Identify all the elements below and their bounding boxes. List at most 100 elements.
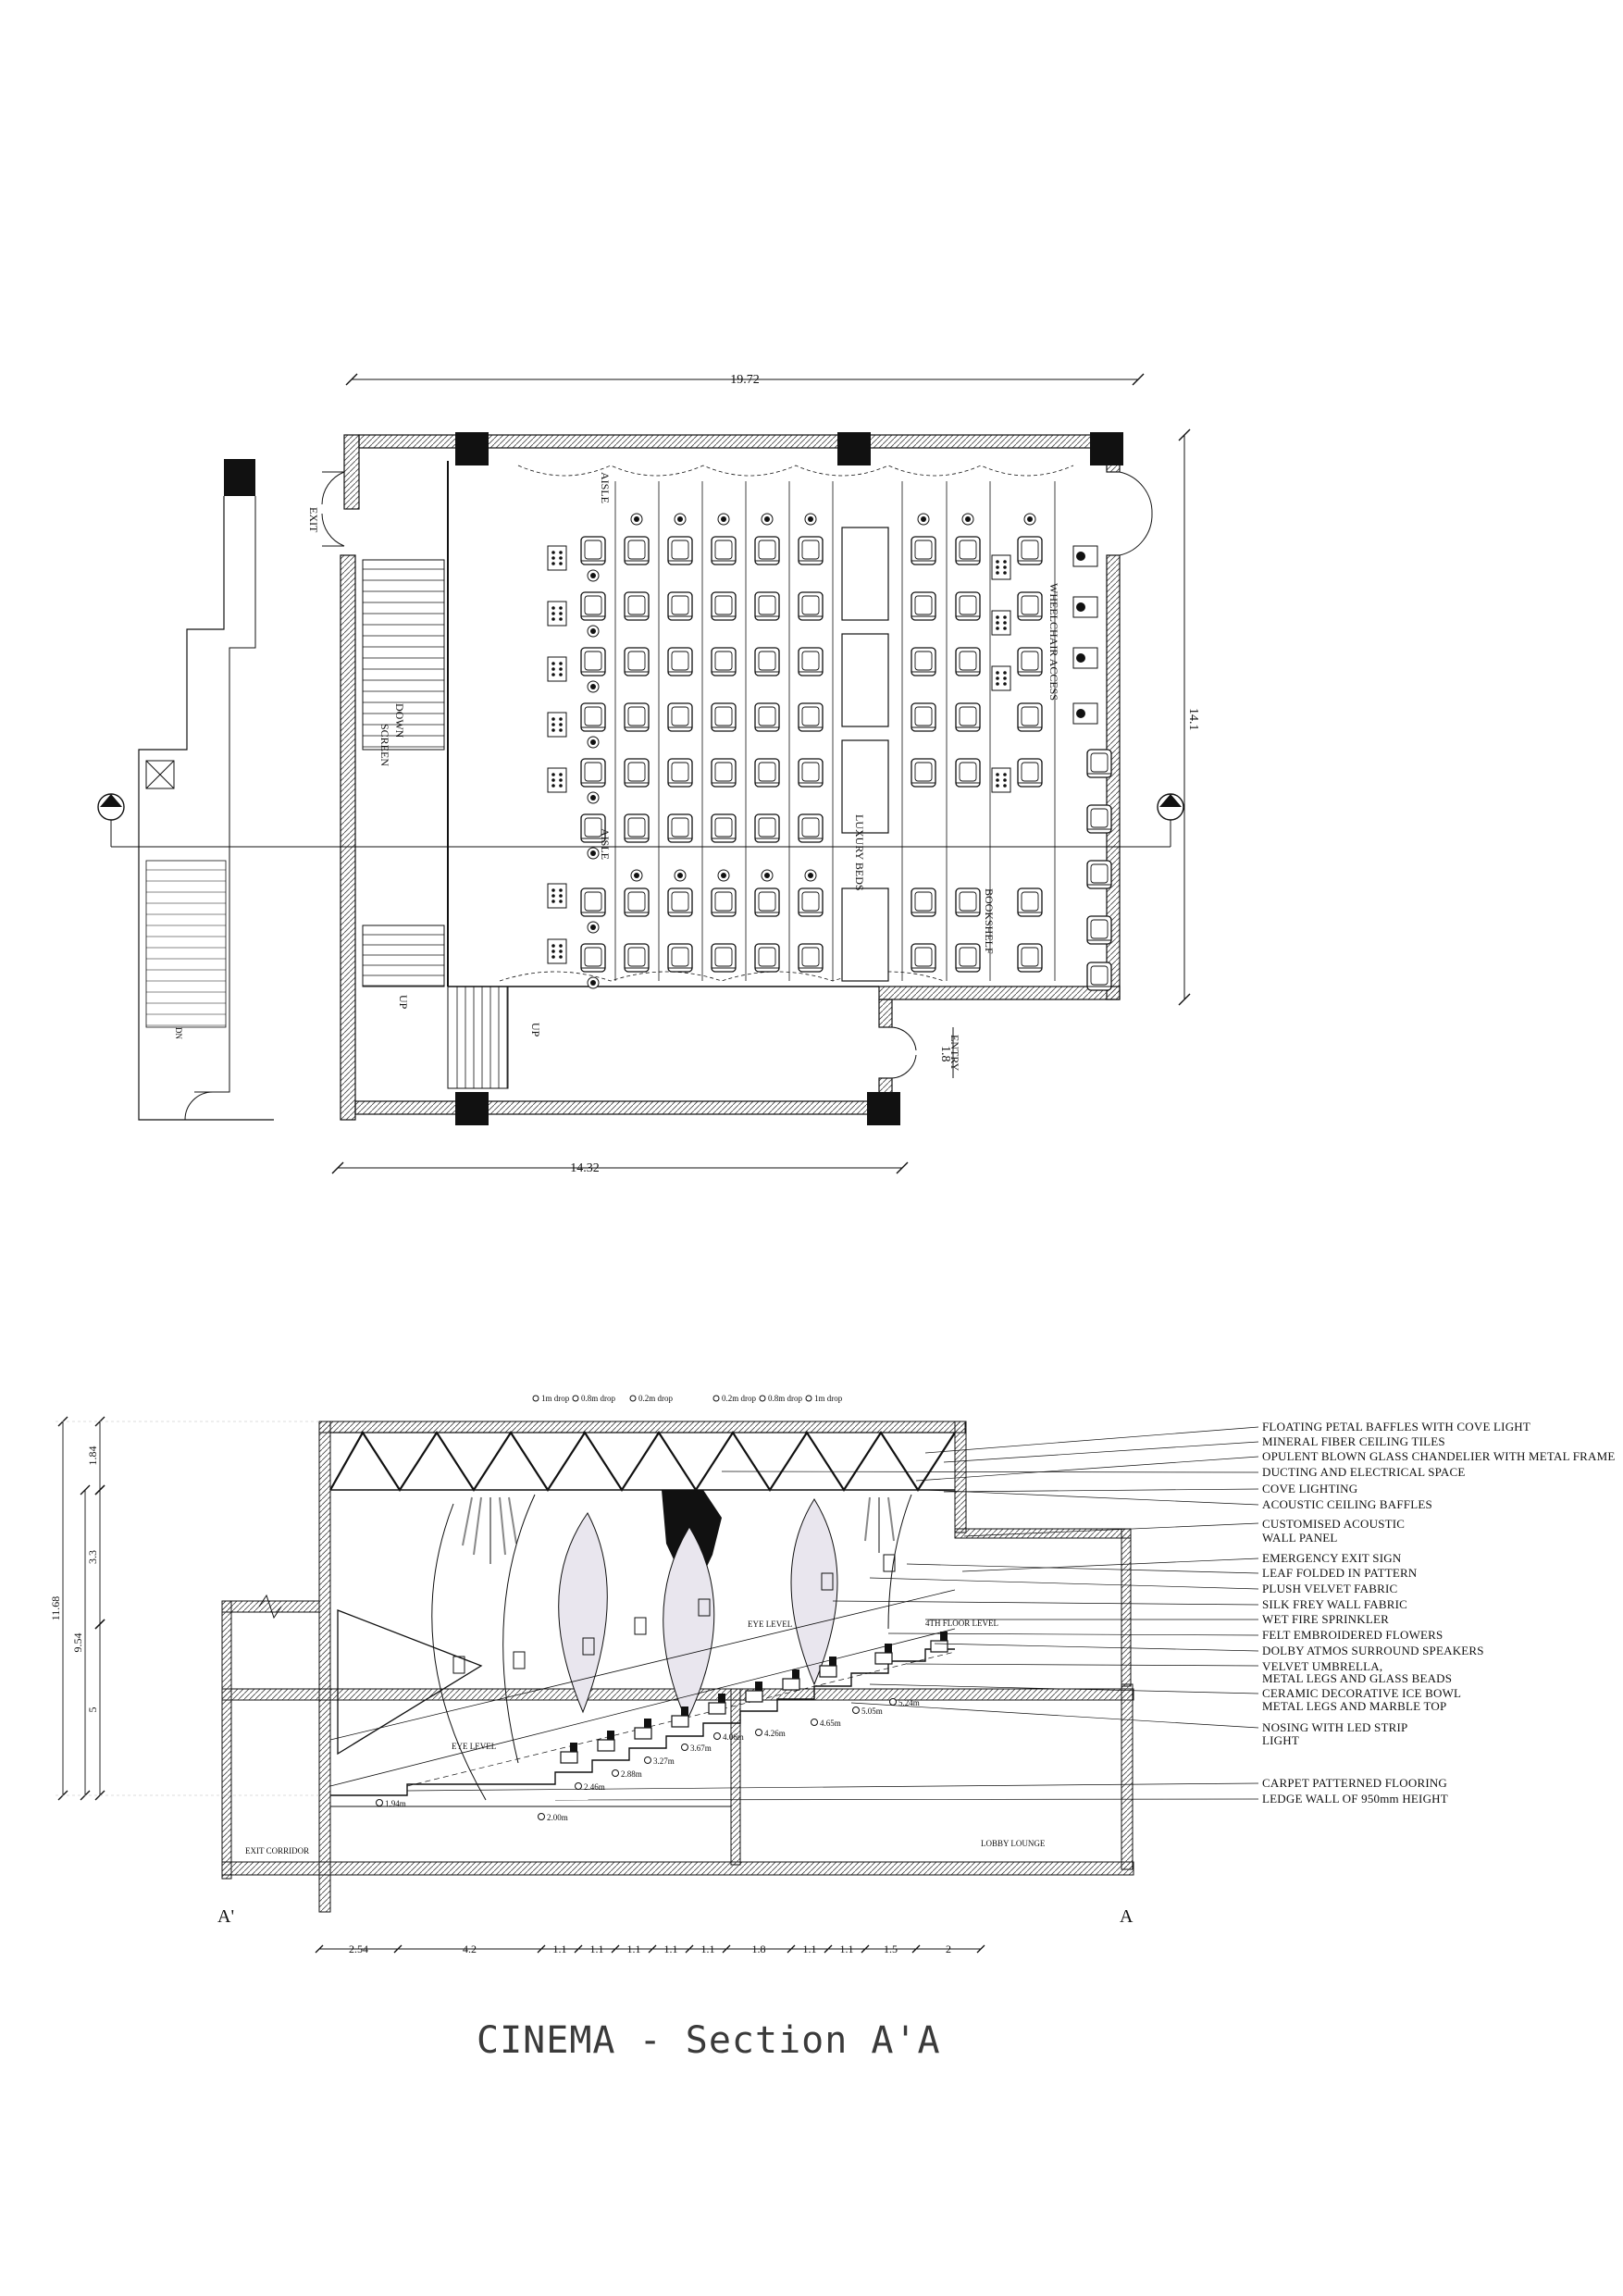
legend-item: NOSING WITH LED STRIP	[1262, 1720, 1407, 1734]
horizontal-dim-label: 4.2	[463, 1942, 477, 1955]
cupholder-icon	[587, 847, 600, 860]
luxury-beds	[841, 527, 889, 982]
seat-icon	[1017, 887, 1043, 917]
section-seat-icon	[634, 1727, 652, 1740]
legend-item: CERAMIC DECORATIVE ICE BOWL	[1262, 1686, 1461, 1700]
seat-icon	[754, 887, 780, 917]
legend-item: FLOATING PETAL BAFFLES WITH COVE LIGHT	[1262, 1420, 1530, 1433]
cupholder-icon	[804, 513, 817, 526]
seat-icon	[711, 591, 737, 621]
speaker-icon	[991, 610, 1011, 636]
seat-icon	[711, 536, 737, 565]
section-seat-icon	[819, 1665, 837, 1678]
legend-item: MINERAL FIBER CEILING TILES	[1262, 1434, 1445, 1448]
level-tag: 5.05m	[861, 1706, 883, 1716]
seat-icon	[955, 536, 981, 565]
section-speakers	[452, 1554, 896, 1674]
label-eye-level: EYE LEVEL	[452, 1742, 496, 1751]
level-tag: 3.67m	[690, 1744, 712, 1753]
seat-icon	[667, 943, 693, 973]
dim-bottom: 14.32	[331, 1161, 909, 1175]
dim-right-label: 14.1	[1186, 708, 1200, 731]
section-seat-icon	[745, 1690, 763, 1703]
vertical-dim-label: 9.54	[71, 1633, 84, 1653]
legend-item: PLUSH VELVET FABRIC	[1262, 1582, 1397, 1595]
seat-icon	[911, 943, 936, 973]
seat-icon	[911, 591, 936, 621]
speaker-icon	[547, 883, 567, 909]
label-dn: DN	[174, 1027, 183, 1039]
dim-bottom-label: 14.32	[570, 1161, 600, 1175]
label-up: UP	[397, 995, 410, 1010]
seat-icon	[624, 758, 650, 788]
label-bookshelf: BOOKSHELF	[983, 888, 996, 954]
label-eye-level-2: EYE LEVEL	[748, 1620, 792, 1629]
stair-up-2	[447, 986, 509, 1089]
cupholder-icon	[630, 869, 643, 882]
exit-door	[321, 471, 345, 547]
level-tag: 1.94m	[385, 1799, 406, 1808]
seat-icon	[955, 887, 981, 917]
section-cut-line	[97, 793, 1184, 848]
cupholder-icon	[587, 791, 600, 804]
cupholder-icon	[674, 869, 687, 882]
plan-walls	[146, 432, 1153, 1125]
vertical-dimensions: 1.843.311.689.545	[49, 1416, 319, 1801]
label-exit: EXIT	[307, 507, 320, 533]
seat-icon	[711, 943, 737, 973]
speaker-icon	[991, 767, 1011, 793]
dim-entry-label: 1.8	[938, 1046, 952, 1062]
seat-icon	[1086, 915, 1112, 945]
legend-item: LIGHT	[1262, 1733, 1299, 1747]
seat-icon	[667, 813, 693, 843]
horizontal-dim-label: 1.8	[752, 1942, 766, 1955]
seat-icon	[754, 536, 780, 565]
legend-item: SILK FREY WALL FABRIC	[1262, 1597, 1407, 1611]
seat-icon	[754, 813, 780, 843]
seat-icon	[667, 591, 693, 621]
seat-icon	[798, 702, 824, 732]
left-stair-block	[138, 459, 274, 1121]
drop-tag: 0.8m drop	[581, 1394, 615, 1403]
seat-icon	[798, 536, 824, 565]
seat-icon	[580, 702, 606, 732]
seat-icon	[711, 702, 737, 732]
seat-icon	[667, 647, 693, 676]
cupholder-icon	[917, 513, 930, 526]
seat-icon	[624, 702, 650, 732]
legend-item: CARPET PATTERNED FLOORING	[1262, 1776, 1447, 1790]
section-seat-icon	[708, 1702, 726, 1715]
sheet-title: CINEMA - Section A'A	[477, 2019, 941, 2062]
seat-icon	[1086, 962, 1112, 991]
material-legend: FLOATING PETAL BAFFLES WITH COVE LIGHTMI…	[406, 1420, 1616, 1806]
label-screen: SCREEN	[378, 724, 391, 766]
cupholder-icon	[717, 513, 730, 526]
section-seat-icon	[874, 1652, 893, 1665]
level-tag: 4.65m	[820, 1719, 841, 1728]
seating-layout	[547, 481, 1056, 989]
legend-item: LEDGE WALL OF 950mm HEIGHT	[1262, 1792, 1448, 1806]
petal-baffles	[431, 1494, 912, 1801]
horizontal-dim-label: 1.1	[590, 1942, 604, 1955]
label-floor-level: 4TH FLOOR LEVEL	[925, 1619, 998, 1628]
wheelchair-spaces	[1072, 545, 1112, 991]
screen-side	[337, 1609, 483, 1756]
section-seat-icon	[597, 1739, 615, 1752]
horizontal-dim-label: 1.1	[840, 1942, 854, 1955]
drop-tag: 0.2m drop	[638, 1394, 673, 1403]
seat-icon	[798, 758, 824, 788]
level-tag: 4.06m	[723, 1732, 744, 1742]
label-up-2: UP	[529, 1023, 542, 1037]
legend-item: WET FIRE SPRINKLER	[1262, 1612, 1389, 1626]
legend-item: OPULENT BLOWN GLASS CHANDELIER WITH META…	[1262, 1449, 1616, 1463]
seat-icon	[711, 887, 737, 917]
seat-icon	[754, 943, 780, 973]
level-tag: 2.46m	[584, 1782, 605, 1792]
speaker-icon	[991, 665, 1011, 691]
level-tag: 2.88m	[621, 1769, 642, 1779]
cupholder-icon	[761, 513, 774, 526]
